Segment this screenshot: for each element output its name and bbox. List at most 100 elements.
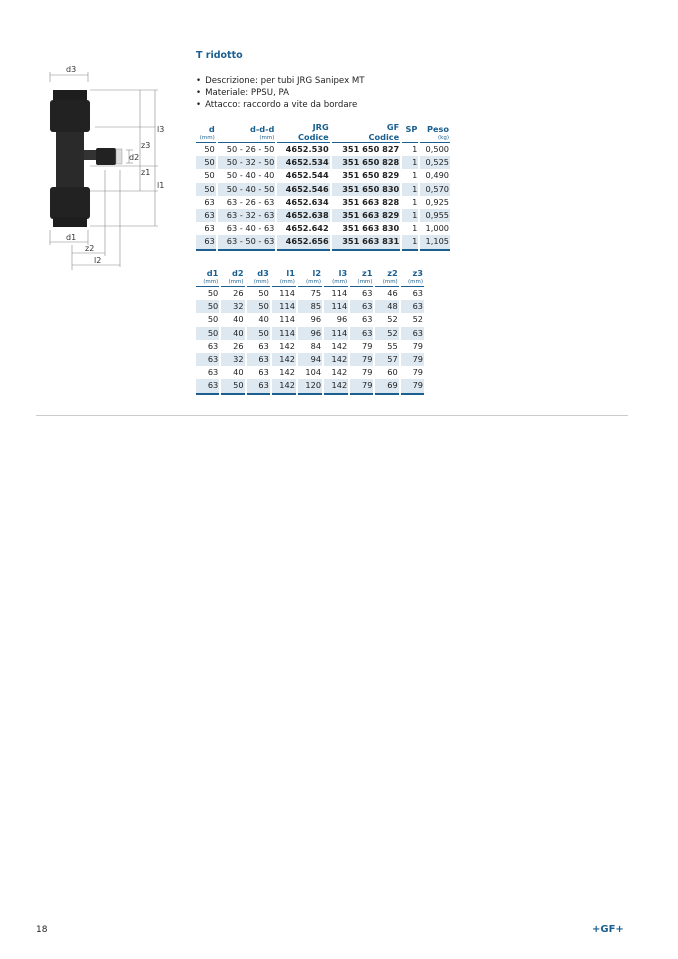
header-unit: (mm) (203, 279, 219, 285)
table-cell: 142 (279, 367, 295, 378)
label-l2: l2 (94, 256, 101, 265)
table-cell: 1 (412, 144, 418, 154)
feature-material: Materiale: PPSU, PA (196, 87, 365, 99)
table-cell: 63 (350, 326, 374, 340)
dimensions-table: d1(mm)d2(mm)d3(mm)l1(mm)l2(mm)l3(mm)z1(m… (194, 268, 426, 395)
label-l1: l1 (157, 181, 164, 190)
table-cell: 351 650 827 (342, 144, 400, 154)
column-header: z3(mm) (400, 268, 424, 287)
table-cell: 79 (362, 340, 373, 351)
table-cell: 114 (279, 288, 295, 298)
table-cell: 63 (362, 314, 373, 325)
column-header: z2(mm) (375, 268, 399, 287)
table-cell: 4652.544 (285, 170, 329, 181)
header-unit: (mm) (407, 279, 423, 285)
table-cell: 50 (204, 144, 215, 154)
table-cell: 1 (412, 196, 418, 207)
table-cell: 55 (387, 340, 398, 351)
table-cell: 114 (324, 326, 349, 340)
header-unit: (mm) (228, 279, 244, 285)
table-cell: 351 663 830 (342, 223, 400, 234)
table-cell: 79 (350, 353, 374, 367)
table-cell: 40 (233, 367, 244, 378)
table-cell: 50 (204, 170, 215, 181)
table-cell: 114 (331, 288, 348, 298)
table-cell: 104 (305, 367, 322, 378)
table-cell: 351 650 828 (331, 156, 401, 170)
header-label: d (208, 124, 215, 134)
header-label: z2 (387, 268, 398, 278)
column-header: SP (402, 122, 419, 143)
table-cell: 63 (246, 379, 270, 395)
column-header: d(mm) (196, 122, 216, 143)
header-unit: (mm) (259, 135, 275, 141)
table-cell: 142 (331, 340, 348, 351)
table-cell: 50 (207, 314, 219, 325)
table-cell: 351 650 829 (342, 170, 400, 181)
header-label: z3 (412, 268, 423, 278)
label-z2: z2 (85, 244, 94, 253)
header-label: z1 (361, 268, 373, 278)
gf-logo: +GF+ (592, 924, 624, 935)
table-cell: 4652.638 (277, 209, 330, 223)
table-cell: 32 (221, 353, 245, 367)
table-cell: 63 (196, 235, 216, 251)
header-unit: Codice (297, 132, 329, 142)
table-cell: 0,570 (420, 182, 450, 196)
header-label: l1 (286, 268, 295, 278)
table-cell: 50 (196, 182, 216, 196)
table-cell: 48 (375, 300, 399, 314)
header-unit: (mm) (199, 135, 215, 141)
table-cell: 351 663 831 (331, 235, 401, 251)
header-label: l3 (338, 268, 348, 278)
table-cell: 26 (233, 340, 244, 351)
table-cell: 50 - 26 - 50 (226, 144, 275, 154)
divider (36, 415, 628, 416)
table-cell: 50 (196, 326, 220, 340)
table-cell: 4652.656 (277, 235, 330, 251)
header-unit: (mm) (332, 279, 348, 285)
label-z3: z3 (141, 141, 150, 150)
table-cell: 114 (279, 314, 295, 325)
table-cell: 1 (412, 223, 418, 234)
table-cell: 4652.546 (277, 182, 330, 196)
header-label: d3 (257, 268, 269, 278)
table-cell: 1 (402, 156, 419, 170)
table-cell: 63 (350, 300, 374, 314)
table-cell: 142 (324, 379, 349, 395)
table-cell: 50 - 32 - 50 (217, 156, 276, 170)
table-cell: 63 - 40 - 63 (226, 223, 275, 234)
table-cell: 52 (412, 314, 423, 325)
table-cell: 4652.642 (285, 223, 329, 234)
table-cell: 26 (233, 288, 244, 298)
table-cell: 79 (350, 379, 374, 395)
table-cell: 52 (375, 326, 399, 340)
table-cell: 60 (387, 367, 398, 378)
header-label: d-d-d (249, 124, 275, 134)
table-cell: 50 (207, 288, 219, 298)
header-unit: (mm) (357, 279, 373, 285)
header-label: SP (405, 124, 418, 134)
header-label: d2 (231, 268, 244, 278)
table-cell: 63 (196, 209, 216, 223)
table-cell: 85 (297, 300, 323, 314)
table-cell: 63 (204, 223, 215, 234)
table-cell: 63 (362, 288, 373, 298)
table-cell: 52 (387, 314, 398, 325)
table-cell: 1,105 (420, 235, 450, 251)
header-label: l2 (312, 268, 322, 278)
page-number: 18 (36, 925, 48, 935)
column-header: l1(mm) (271, 268, 296, 287)
table-cell: 63 (412, 288, 423, 298)
table-cell: 0,955 (420, 209, 450, 223)
table-cell: 50 (246, 300, 270, 314)
